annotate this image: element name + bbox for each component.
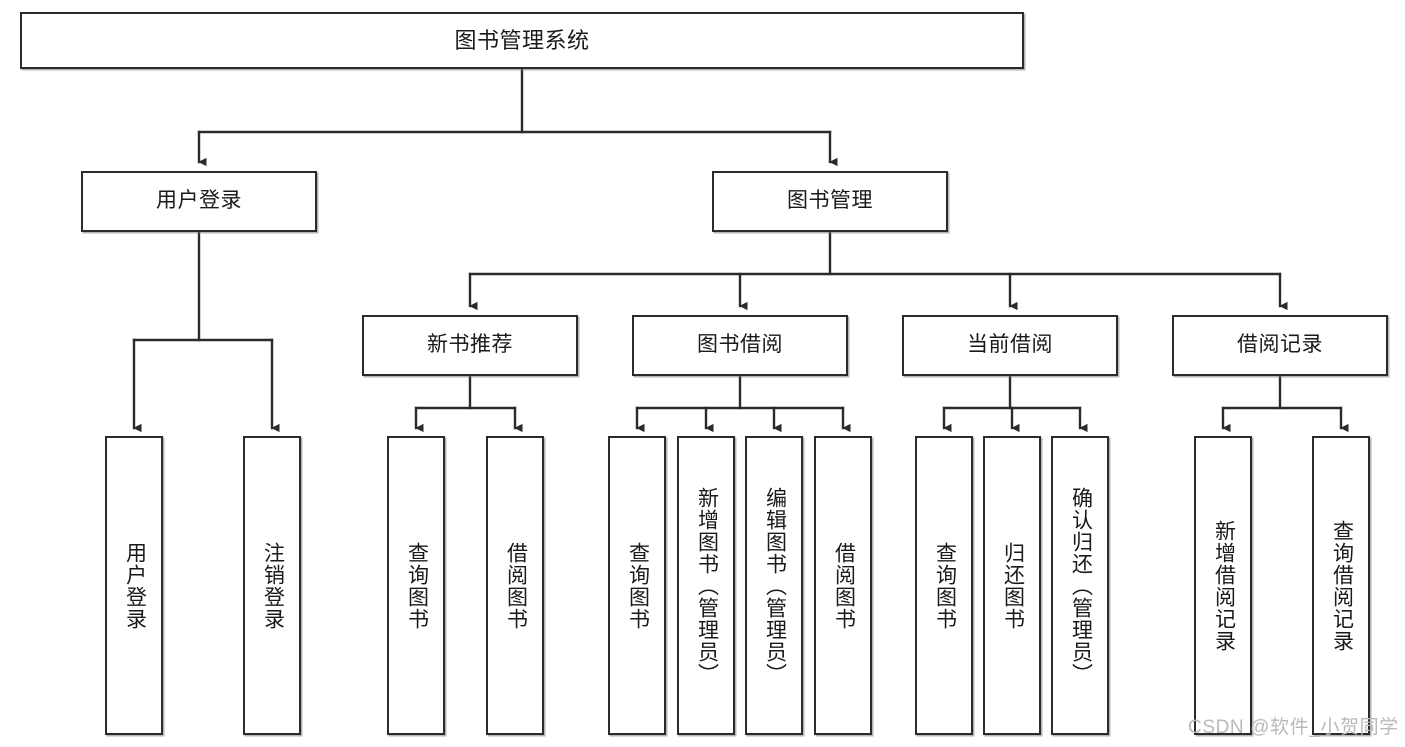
node-leaf-rec-borrow[interactable]: 借阅图书 (486, 436, 544, 735)
node-current-borrow[interactable]: 当前借阅 (902, 315, 1118, 376)
node-leaf-borrow-lend[interactable]: 借阅图书 (814, 436, 872, 735)
node-leaf-borrow-add[interactable]: 新增图书（管理员） (677, 436, 735, 735)
node-leaf-cur-confirm[interactable]: 确认归还（管理员） (1051, 436, 1109, 735)
node-book-manage-label: 图书管理 (787, 189, 873, 213)
node-user-login[interactable]: 用户登录 (81, 171, 317, 232)
node-leaf-cur-confirm-label: 确认归还（管理员） (1069, 486, 1093, 685)
node-leaf-cur-query-label: 查询图书 (933, 541, 957, 630)
node-borrow-record[interactable]: 借阅记录 (1172, 315, 1388, 376)
node-book-borrow[interactable]: 图书借阅 (632, 315, 848, 376)
node-new-book-rec-label: 新书推荐 (427, 333, 513, 357)
node-borrow-record-label: 借阅记录 (1237, 333, 1323, 357)
node-leaf-borrow-edit[interactable]: 编辑图书（管理员） (745, 436, 803, 735)
node-new-book-rec[interactable]: 新书推荐 (362, 315, 578, 376)
node-leaf-rec-search-label: 查询借阅记录 (1330, 519, 1354, 652)
node-leaf-user-logout[interactable]: 注销登录 (243, 436, 301, 735)
node-leaf-rec-search[interactable]: 查询借阅记录 (1312, 436, 1370, 735)
node-user-login-label: 用户登录 (156, 189, 242, 213)
node-book-manage[interactable]: 图书管理 (712, 171, 948, 232)
node-leaf-user-login-label: 用户登录 (123, 541, 147, 630)
node-leaf-cur-query[interactable]: 查询图书 (915, 436, 973, 735)
node-leaf-rec-add[interactable]: 新增借阅记录 (1194, 436, 1252, 735)
node-current-borrow-label: 当前借阅 (967, 333, 1053, 357)
node-leaf-borrow-edit-label: 编辑图书（管理员） (763, 486, 787, 685)
node-leaf-user-login[interactable]: 用户登录 (105, 436, 163, 735)
node-leaf-rec-query-label: 查询图书 (405, 541, 429, 630)
node-leaf-cur-return-label: 归还图书 (1001, 541, 1025, 630)
node-leaf-borrow-add-label: 新增图书（管理员） (695, 486, 719, 685)
node-root[interactable]: 图书管理系统 (20, 12, 1024, 69)
node-leaf-user-logout-label: 注销登录 (261, 541, 285, 630)
node-book-borrow-label: 图书借阅 (697, 333, 783, 357)
node-leaf-borrow-query[interactable]: 查询图书 (608, 436, 666, 735)
node-leaf-rec-add-label: 新增借阅记录 (1212, 519, 1236, 652)
node-root-label: 图书管理系统 (454, 27, 590, 53)
node-leaf-borrow-lend-label: 借阅图书 (832, 541, 856, 630)
node-leaf-borrow-query-label: 查询图书 (626, 541, 650, 630)
node-leaf-rec-borrow-label: 借阅图书 (504, 541, 528, 630)
node-leaf-rec-query[interactable]: 查询图书 (387, 436, 445, 735)
node-leaf-cur-return[interactable]: 归还图书 (983, 436, 1041, 735)
